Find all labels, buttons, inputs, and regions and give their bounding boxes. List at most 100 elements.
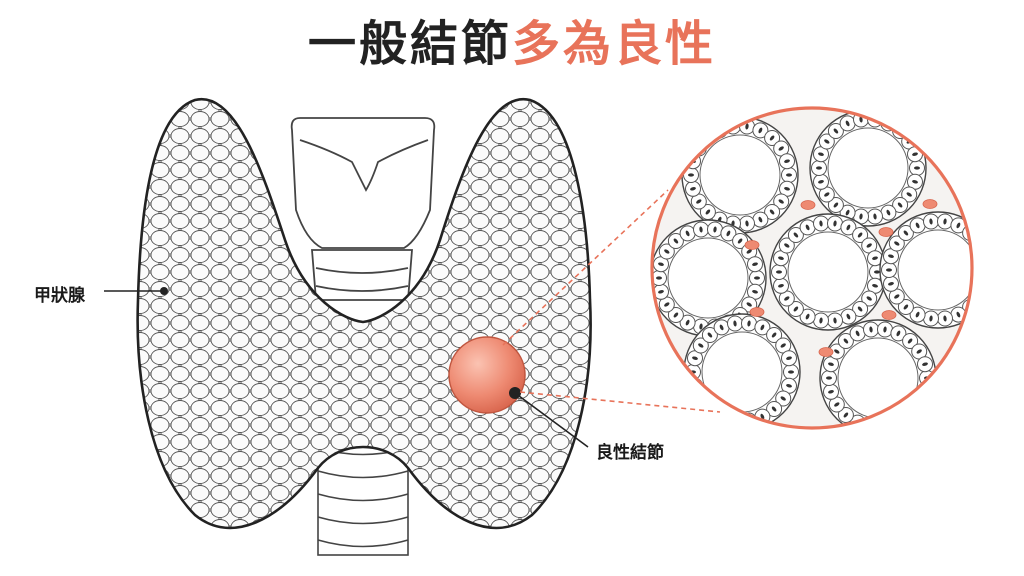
cell-nucleus (896, 419, 901, 426)
cell-nucleus (915, 222, 920, 229)
cell-nucleus (833, 202, 839, 208)
cell-nucleus (834, 402, 840, 407)
cell-nucleus (658, 290, 664, 294)
cell-nucleus (658, 262, 664, 266)
cell-nucleus (982, 254, 989, 259)
cell-nucleus (778, 284, 784, 288)
cell-nucleus (754, 276, 760, 280)
cell-nucleus (713, 226, 717, 233)
follicle-cell (980, 263, 995, 278)
red-blood-cell (800, 200, 816, 210)
cell-nucleus (758, 127, 763, 134)
cell-nucleus (746, 302, 752, 307)
cell-nucleus (845, 120, 850, 127)
cell-nucleus (826, 376, 832, 380)
cell-nucleus (705, 135, 711, 141)
zoom-connector-bottom (519, 391, 721, 413)
cell-nucleus (698, 396, 704, 401)
title-part-accent: 多為良性 (512, 16, 717, 72)
cell-nucleus (746, 249, 752, 254)
cell-nucleus (874, 270, 880, 274)
cell-nucleus (943, 315, 947, 322)
cell-nucleus (685, 319, 690, 326)
cell-nucleus (916, 349, 922, 354)
cell-nucleus (696, 199, 702, 204)
red-blood-cell (922, 199, 938, 209)
cell-nucleus (866, 243, 872, 248)
cell-nucleus (846, 313, 851, 320)
cell-nucleus (673, 238, 679, 244)
nodule-leader-line (514, 392, 589, 448)
cell-nucleus (752, 290, 758, 294)
cell-nucleus (929, 315, 933, 322)
cell-nucleus (745, 220, 749, 227)
cell-nucleus (664, 302, 670, 307)
cell-nucleus (692, 356, 698, 360)
zoom-connector-top (502, 189, 669, 346)
follicle (681, 116, 799, 234)
cell-nucleus (685, 230, 690, 237)
follicle-cell (890, 414, 907, 428)
cell-nucleus (886, 209, 891, 216)
cell-nucleus (786, 384, 792, 388)
follicle-cell (911, 396, 928, 413)
cell-nucleus (872, 284, 878, 288)
cell-nucleus (698, 343, 704, 348)
cell-nucleus (752, 262, 758, 266)
cell-nucleus (976, 241, 983, 247)
cell-nucleus (673, 312, 679, 318)
cell-nucleus (903, 304, 909, 310)
follicle-cell (692, 390, 709, 407)
cell-nucleus (984, 268, 990, 271)
cell-nucleus (943, 218, 947, 225)
cell-nucleus (888, 254, 894, 258)
follicle-group (652, 109, 995, 428)
cell-nucleus (824, 192, 830, 197)
cell-nucleus (805, 313, 810, 320)
follicle-cell (971, 235, 972, 252)
follicle-cell (877, 418, 893, 428)
cell-nucleus (747, 417, 751, 424)
cell-nucleus (805, 224, 810, 231)
cell-nucleus (896, 330, 901, 337)
magnifier-ring (650, 106, 974, 430)
cell-nucleus (886, 268, 892, 272)
follicle (769, 213, 887, 331)
follicle-cell (713, 408, 730, 425)
cell-nucleus (733, 417, 737, 424)
cell-nucleus (656, 276, 662, 280)
cell-nucleus (719, 324, 724, 331)
cell-nucleus (778, 256, 784, 260)
red-blood-cell (749, 307, 765, 317)
cell-nucleus (883, 326, 887, 333)
nodule-pointer-dot (509, 387, 521, 399)
cell-nucleus (664, 249, 670, 254)
cell-nucleus (912, 152, 918, 156)
cell-nucleus (869, 423, 873, 428)
cell-nucleus (819, 317, 823, 324)
cell-nucleus (833, 128, 839, 134)
cell-nucleus (956, 311, 961, 318)
follicle-cell (727, 412, 743, 428)
red-blood-cell (744, 240, 760, 250)
cell-nucleus (894, 294, 900, 299)
cell-nucleus (719, 413, 724, 420)
cell-nucleus (758, 216, 763, 223)
cell-nucleus (982, 281, 989, 286)
follicle-cell (971, 288, 972, 305)
cell-nucleus (857, 306, 863, 312)
thyroid-pointer-dot (160, 287, 168, 295)
page-title: 一般結節多為良性 (0, 14, 1024, 74)
cell-nucleus (747, 320, 751, 327)
red-blood-cell (818, 347, 834, 357)
cell-nucleus (843, 412, 849, 418)
cell-nucleus (834, 349, 840, 354)
cell-nucleus (784, 159, 790, 163)
cell-nucleus (778, 199, 784, 204)
cell-nucleus (745, 123, 749, 130)
title-part-dark: 一般結節 (307, 16, 512, 72)
cell-nucleus (857, 232, 863, 238)
cell-nucleus (760, 324, 765, 331)
cell-nucleus (922, 362, 928, 366)
cell-nucleus (843, 338, 849, 344)
